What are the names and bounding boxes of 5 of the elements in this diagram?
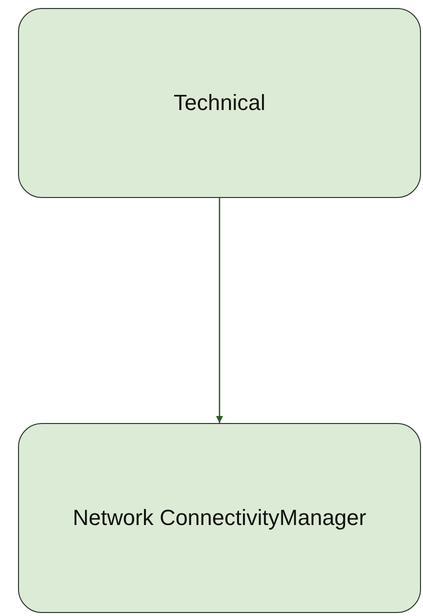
process-box <box>18 8 421 198</box>
box-label: Technical <box>174 90 266 116</box>
arrow <box>216 198 223 423</box>
process-box <box>18 423 421 613</box>
box-label: Network ConnectivityManager <box>72 504 366 532</box>
